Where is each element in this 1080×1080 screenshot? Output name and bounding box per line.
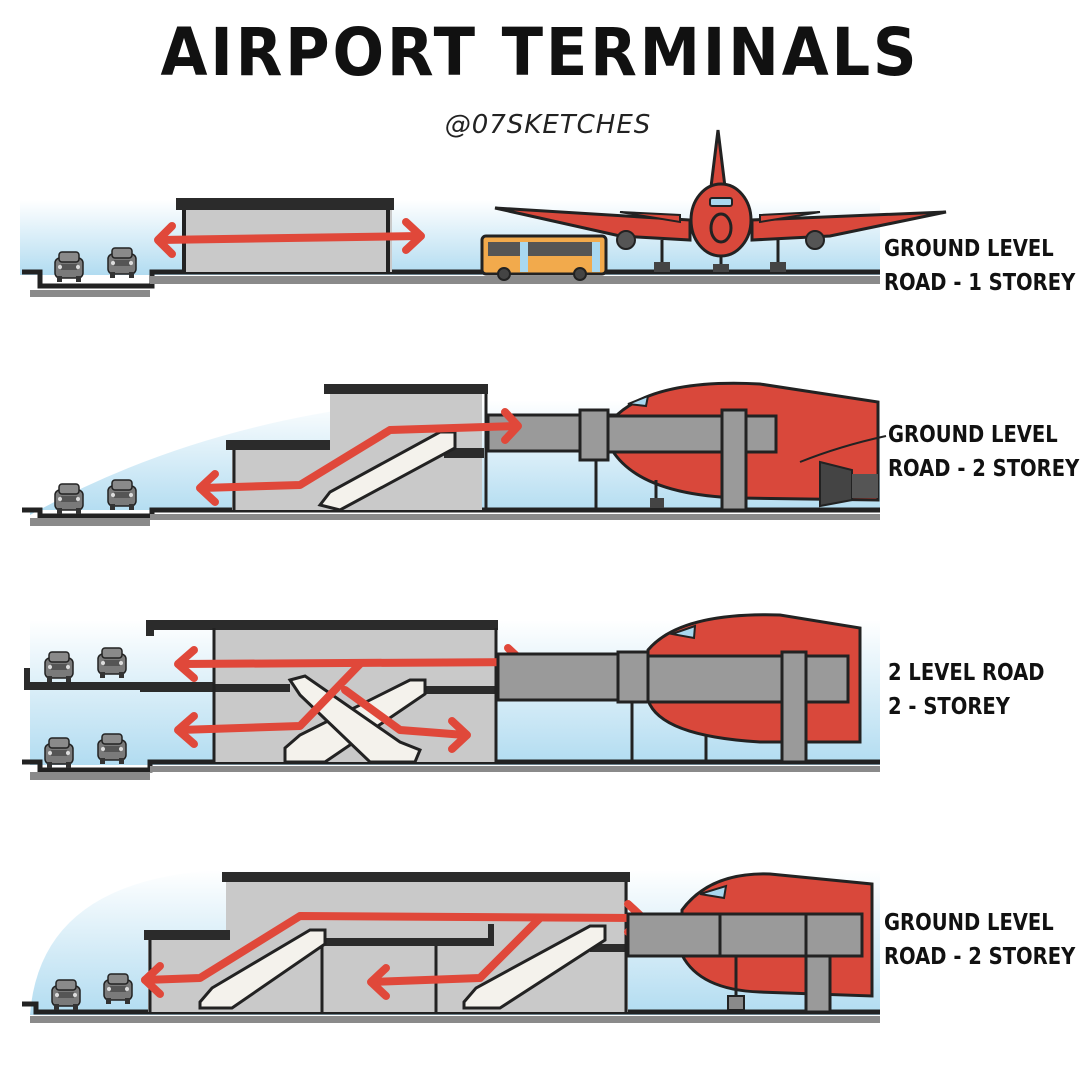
flow-arrow-upper — [176, 658, 524, 668]
author-credit: @07SKETCHES — [444, 110, 652, 140]
jet-bridge — [626, 912, 864, 958]
flow-arrow-departures — [141, 912, 644, 984]
escalator-icon — [198, 928, 327, 1010]
diagram-2-label-line1: GROUND LEVEL — [888, 422, 1058, 448]
car-icon — [107, 479, 137, 511]
diagram-3-label-line1: 2 LEVEL ROAD — [888, 660, 1045, 686]
flow-arrow — [156, 232, 424, 244]
car-icon — [44, 651, 74, 683]
diagram-1-label-line1: GROUND LEVEL — [884, 236, 1054, 262]
terminal-roof — [176, 198, 394, 210]
jet-bridge — [496, 652, 622, 702]
diagram-1-label-line2: ROAD - 1 STOREY — [884, 270, 1076, 296]
escalator-icon — [462, 924, 607, 1010]
car-icon — [51, 979, 81, 1011]
apron-bus-icon — [480, 234, 608, 281]
diagram-2-label-line2: ROAD - 2 STOREY — [888, 456, 1080, 482]
terminal-upper-level — [226, 880, 628, 940]
mezzanine-slab — [320, 938, 494, 946]
diagram-4-label-line1: GROUND LEVEL — [884, 910, 1054, 936]
escalator-icon — [317, 430, 457, 512]
diagram-3-label: 2 LEVEL ROAD 2 - STOREY — [888, 656, 1044, 724]
flow-arrow-arrivals — [368, 914, 544, 986]
diagram-4-label: GROUND LEVEL ROAD - 2 STOREY — [884, 906, 1075, 974]
diagram-ground-level-road-2-storey — [22, 381, 887, 526]
car-icon — [54, 483, 84, 515]
diagram-3-label-line2: 2 - STOREY — [888, 694, 1010, 720]
car-icon — [107, 247, 137, 279]
diagram-2-level-road-2-storey — [22, 613, 880, 780]
diagram-2-label: GROUND LEVEL ROAD - 2 STOREY — [888, 418, 1079, 486]
car-icon — [97, 733, 127, 765]
terminal-upper-level — [330, 392, 482, 448]
page-title: AIRPORT TERMINALS — [160, 14, 920, 91]
diagram-ground-level-road-1-storey — [20, 129, 947, 297]
car-icon — [44, 737, 74, 769]
arrow-head-left — [154, 222, 176, 258]
flow-arrow-lower — [176, 660, 469, 739]
car-icon — [97, 647, 127, 679]
arrow-head-right — [402, 218, 425, 254]
engine-icon — [819, 460, 853, 508]
label-leader-line — [799, 435, 887, 463]
flow-arrow — [198, 422, 519, 492]
car-icon — [54, 251, 84, 283]
diagram-1-label: GROUND LEVEL ROAD - 1 STOREY — [884, 232, 1075, 300]
diagram-ground-level-road-2-storey-mezzanine — [22, 870, 880, 1023]
diagram-4-label-line2: ROAD - 2 STOREY — [884, 944, 1076, 970]
car-icon — [103, 973, 133, 1005]
aircraft-front-view-icon — [494, 129, 947, 272]
